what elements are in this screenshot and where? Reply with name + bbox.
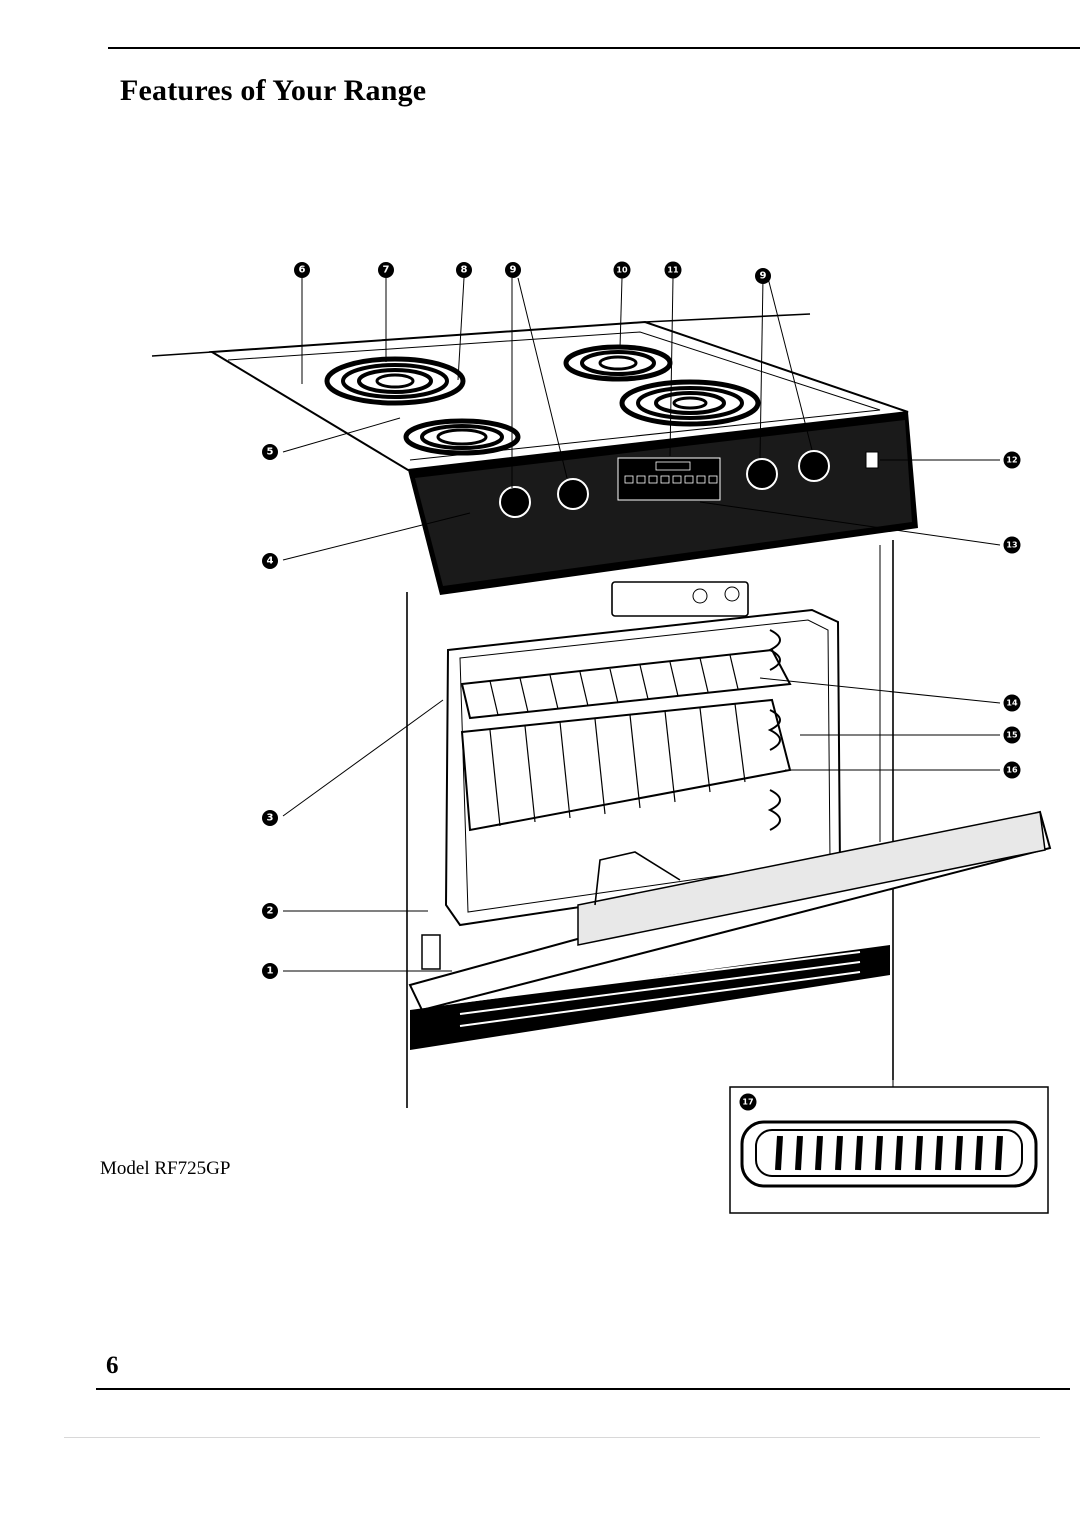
svg-text:15: 15 — [1006, 731, 1018, 740]
control-panel — [408, 412, 918, 595]
callout-8: 8 — [456, 262, 472, 278]
callout-12: 12 — [1003, 451, 1021, 469]
svg-text:7: 7 — [383, 265, 390, 276]
surface-burners — [324, 344, 761, 456]
svg-text:9: 9 — [510, 265, 517, 276]
bottom-rule — [96, 1388, 1070, 1390]
callout-7: 7 — [378, 262, 394, 278]
oven-door — [408, 810, 1052, 1050]
broiler-pan-inset — [729, 1045, 1049, 1214]
svg-text:17: 17 — [742, 1098, 753, 1107]
svg-text:5: 5 — [267, 447, 274, 458]
page-title: Features of Your Range — [120, 74, 427, 107]
callout-15: 15 — [1003, 726, 1021, 744]
svg-text:3: 3 — [267, 813, 274, 824]
callout-16: 16 — [1003, 761, 1021, 779]
svg-text:6: 6 — [299, 265, 306, 276]
svg-text:2: 2 — [267, 906, 274, 917]
svg-text:16: 16 — [1006, 766, 1018, 775]
callout-9-left: 9 — [505, 262, 521, 278]
callout-14: 14 — [1003, 694, 1021, 712]
callout-13: 13 — [1003, 536, 1021, 554]
callout-11: 11 — [664, 261, 682, 279]
callout-17: 17 — [739, 1093, 757, 1111]
callout-9-right: 9 — [755, 268, 771, 284]
callout-4: 4 — [262, 553, 278, 569]
callout-2: 2 — [262, 903, 278, 919]
callout-5: 5 — [262, 444, 278, 460]
callout-1: 1 — [262, 963, 278, 979]
callout-6: 6 — [294, 262, 310, 278]
svg-text:4: 4 — [267, 556, 274, 567]
svg-text:11: 11 — [667, 266, 679, 275]
model-label: Model RF725GP — [100, 1158, 231, 1179]
svg-text:14: 14 — [1006, 699, 1018, 708]
oven-racks — [460, 629, 792, 832]
callout-10: 10 — [613, 261, 631, 279]
callout-3: 3 — [262, 810, 278, 826]
svg-text:13: 13 — [1006, 541, 1017, 550]
top-rule — [108, 47, 1080, 49]
svg-text:1: 1 — [267, 966, 274, 977]
svg-text:12: 12 — [1006, 456, 1017, 465]
leader-lines — [282, 277, 1001, 972]
svg-text:10: 10 — [616, 266, 628, 275]
footer-faint-rule — [64, 1437, 1040, 1438]
svg-text:9: 9 — [760, 271, 767, 282]
svg-text:8: 8 — [461, 265, 468, 276]
page-number: 6 — [106, 1352, 119, 1379]
